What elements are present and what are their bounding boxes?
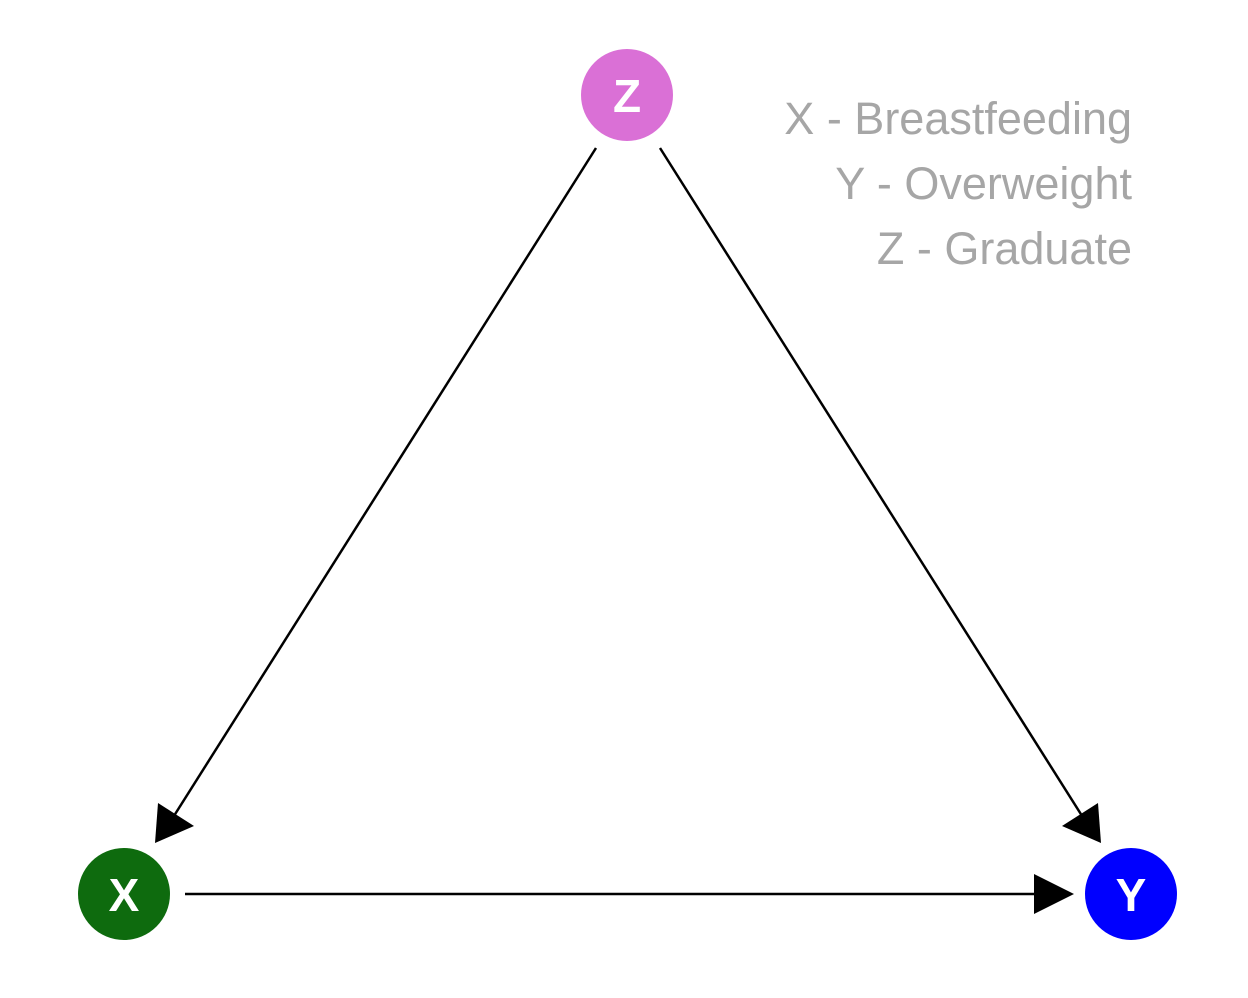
- node-z-label: Z: [613, 70, 641, 122]
- legend-item-x: X - Breastfeeding: [784, 93, 1132, 144]
- node-z-circle: [581, 49, 673, 141]
- arrowhead-z-to-y: [1062, 803, 1101, 843]
- node-x-label: X: [109, 869, 140, 921]
- node-x-circle: [78, 848, 170, 940]
- legend-item-z: Z - Graduate: [876, 223, 1132, 274]
- legend-item-y: Y - Overweight: [835, 158, 1132, 209]
- edge-z-to-x: [158, 147, 598, 839]
- node-z: Z: [581, 49, 673, 141]
- arrowhead-z-to-x: [155, 803, 194, 843]
- node-y-circle: [1085, 848, 1177, 940]
- edge-z-to-y: [658, 147, 1098, 839]
- arrowhead-x-to-y: [1034, 874, 1074, 914]
- node-y: Y: [1085, 848, 1177, 940]
- node-y-label: Y: [1116, 869, 1147, 921]
- legend: X - Breastfeeding Y - Overweight Z - Gra…: [784, 86, 1132, 281]
- edges: [155, 147, 1101, 914]
- node-x: X: [78, 848, 170, 940]
